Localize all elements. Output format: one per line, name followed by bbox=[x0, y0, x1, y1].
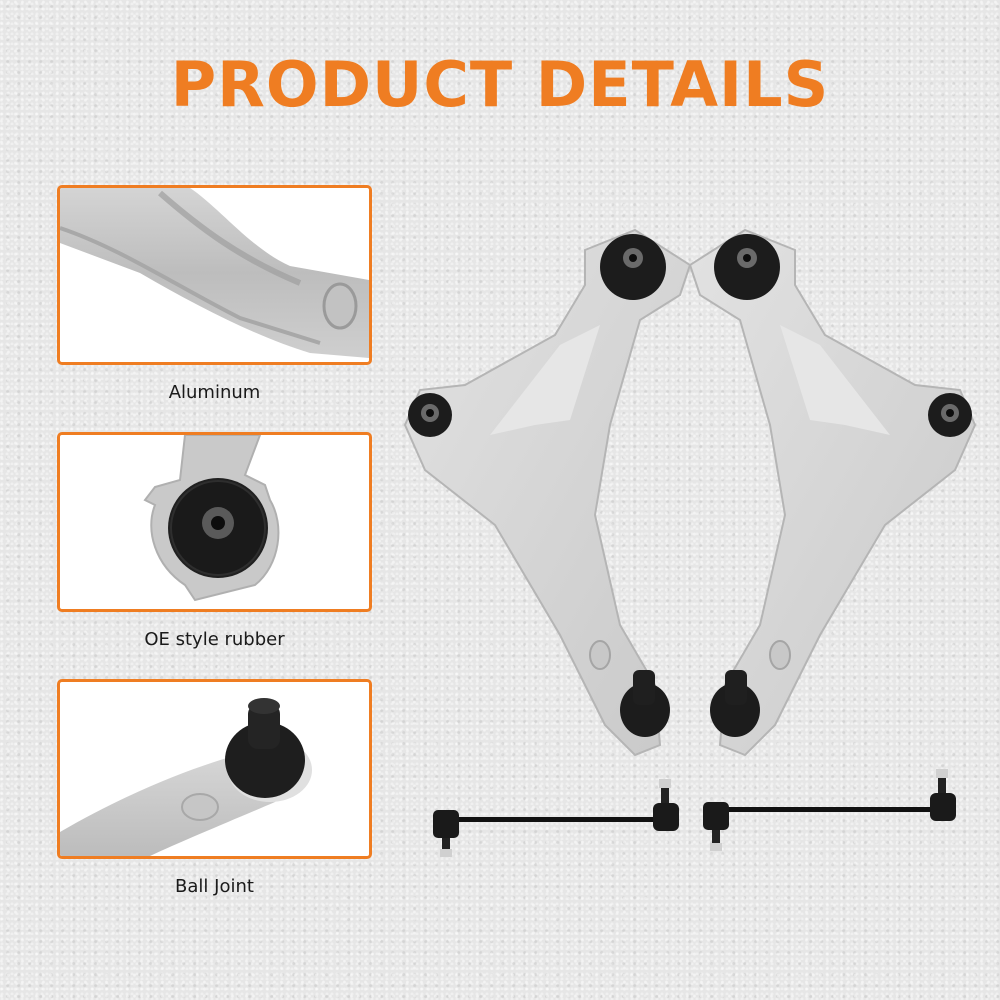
right-control-arm bbox=[688, 228, 977, 757]
right-sway-bar-link bbox=[703, 769, 956, 851]
feature-image-aluminum bbox=[57, 185, 372, 365]
sway-bar-link-pair-icon bbox=[433, 769, 956, 857]
feature-caption-ball-joint: Ball Joint bbox=[175, 876, 254, 897]
feature-caption-rubber: OE style rubber bbox=[144, 629, 285, 650]
left-sway-bar-link bbox=[433, 779, 679, 857]
feature-image-ball-joint bbox=[57, 679, 372, 859]
aluminum-arm-icon bbox=[60, 188, 369, 358]
sway-bar-links-image bbox=[425, 765, 970, 860]
left-control-arm bbox=[403, 228, 692, 757]
ball-joint-icon bbox=[60, 698, 312, 856]
rubber-bushing-icon bbox=[143, 435, 280, 602]
control-arm-pair-icon bbox=[403, 228, 977, 757]
page-title: PRODUCT DETAILS bbox=[170, 48, 830, 121]
control-arms-image bbox=[395, 225, 985, 765]
feature-image-rubber bbox=[57, 432, 372, 612]
feature-caption-aluminum: Aluminum bbox=[168, 382, 261, 403]
